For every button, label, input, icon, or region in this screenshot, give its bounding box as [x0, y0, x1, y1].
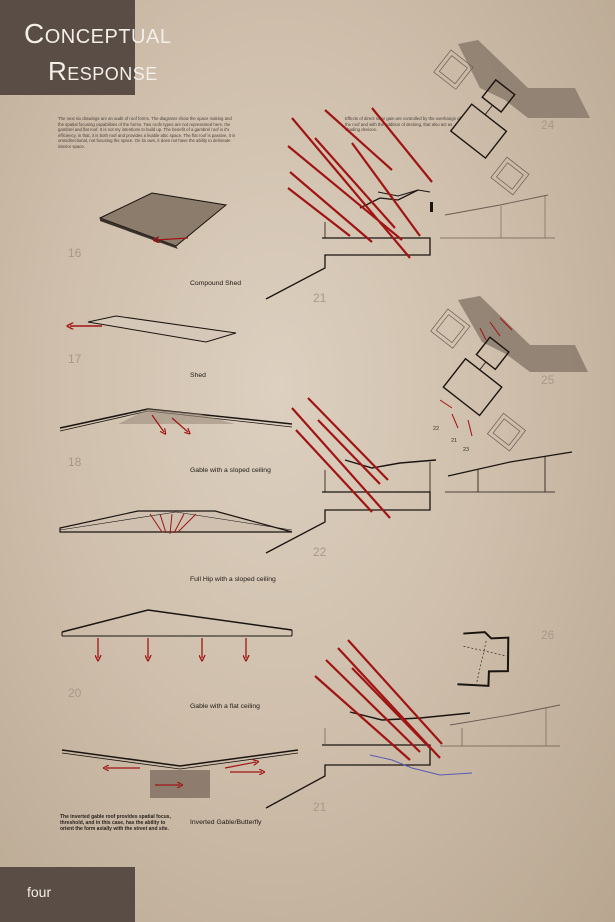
title-block: Conceptual Response [0, 0, 171, 95]
figure-number-20: 20 [68, 686, 82, 700]
solar-gain-paragraph: Effects of direct solar gain are control… [345, 116, 461, 133]
figure-number-22: 22 [313, 545, 327, 559]
page-label: four [27, 884, 52, 900]
full-hip-roof [59, 510, 293, 535]
gable-sloped-roof [59, 408, 293, 432]
figure-number-24: 24 [541, 118, 555, 132]
site-plan-24 [433, 40, 590, 196]
label-full-hip: Full Hip with a sloped ceiling [190, 576, 276, 583]
figure-number-16: 16 [68, 246, 82, 260]
inverted-gable-paragraph: The inverted gable roof provides spatial… [60, 814, 171, 833]
figure-number-26: 26 [541, 628, 555, 642]
site-plan-25 [430, 296, 588, 452]
site-plan-26 [457, 631, 510, 687]
intro-paragraph: The next six drawings are an audit of ro… [58, 116, 236, 149]
plan-number-21: 21 [451, 438, 458, 444]
label-compound-shed: Compound Shed [190, 280, 242, 287]
section-21-bottom [265, 639, 561, 809]
figure-number-21-top: 21 [313, 291, 327, 305]
figure-number-18: 18 [68, 455, 82, 469]
figure-number-21-bottom: 21 [313, 800, 327, 814]
label-inverted-gable: Inverted Gable/Butterfly [190, 819, 262, 826]
compound-shed-roof [98, 192, 228, 249]
title-line-1: Conceptual [24, 18, 172, 49]
title-line-2: Response [48, 56, 158, 86]
footer-block: four [0, 867, 135, 922]
figure-number-25: 25 [541, 373, 555, 387]
inverted-gable-roof [61, 749, 299, 798]
gable-flat-roof [61, 609, 293, 658]
shed-roof [70, 315, 237, 343]
plan-number-22: 22 [433, 426, 440, 432]
label-gable-flat: Gable with a flat ceiling [190, 703, 260, 710]
section-22 [265, 397, 573, 554]
plan-number-23: 23 [463, 447, 470, 453]
label-gable-sloped: Gable with a sloped ceiling [190, 467, 271, 474]
figure-number-17: 17 [68, 352, 82, 366]
label-shed: Shed [190, 372, 206, 379]
section-21-top [265, 107, 555, 300]
